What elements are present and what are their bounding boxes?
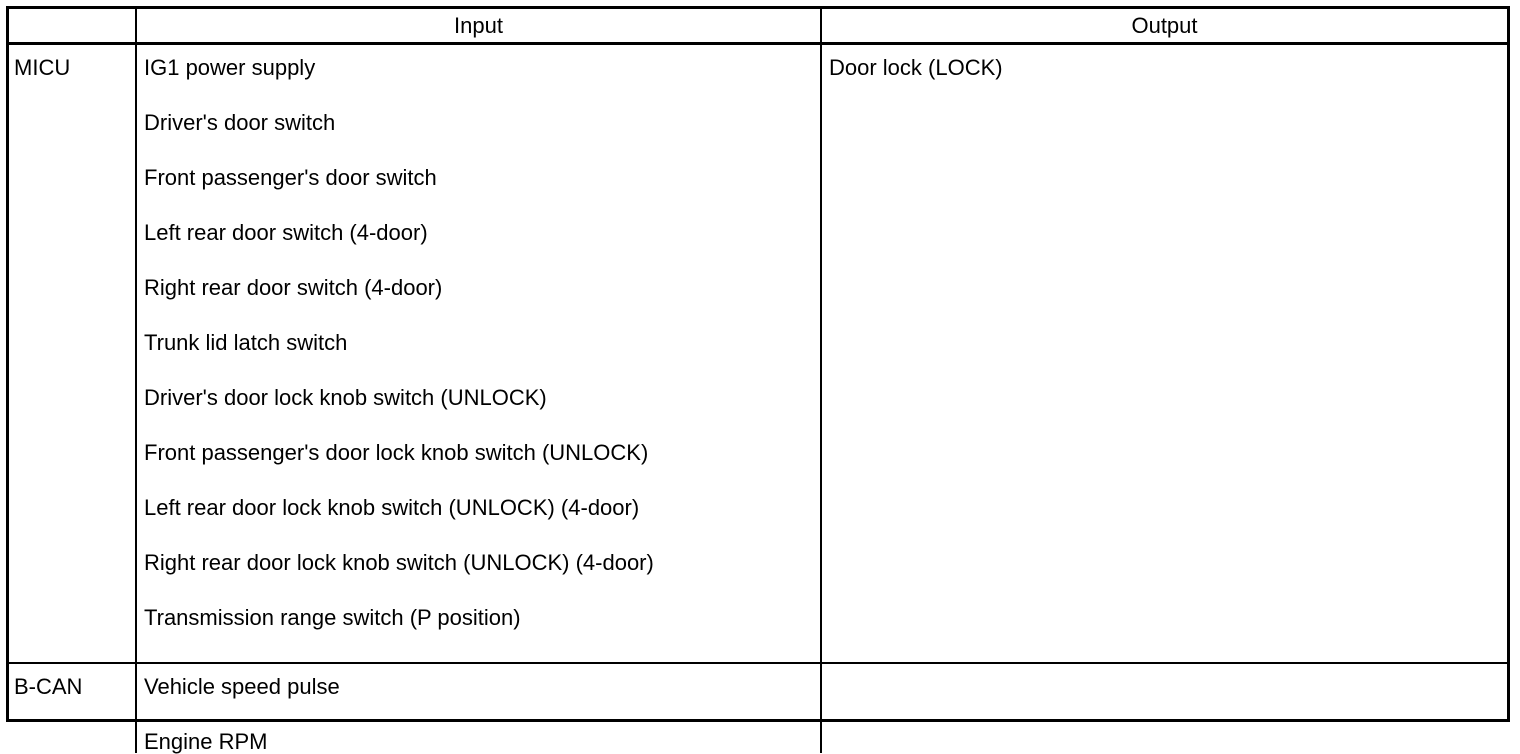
list-item: Front passenger's door switch <box>144 165 437 190</box>
list-item: Trunk lid latch switch <box>144 330 348 355</box>
column-header-module <box>9 9 137 45</box>
table-header: Input Output <box>9 9 1507 45</box>
list-item: Transmission range switch (P position) <box>144 605 521 630</box>
list-item: Driver's door switch <box>144 110 336 135</box>
output-cell-micu: Door lock (LOCK) <box>821 44 1507 664</box>
input-cell-micu: IG1 power supply Driver's door switch Fr… <box>136 43 822 663</box>
list-item: Door lock (LOCK) <box>829 55 1003 80</box>
module-label-bcan: B-CAN <box>14 674 83 699</box>
list-item: Engine RPM <box>144 729 268 754</box>
output-list-micu: Door lock (LOCK) <box>829 57 1507 112</box>
list-item: Right rear door lock knob switch (UNLOCK… <box>144 550 654 575</box>
list-item: Vehicle speed pulse <box>144 674 340 699</box>
column-header-output: Output <box>821 9 1507 45</box>
input-list-bcan: Vehicle speed pulse Engine RPM <box>144 676 820 753</box>
column-header-input: Input <box>136 9 822 45</box>
header-row: Input Output <box>9 9 1507 45</box>
io-table-container: Input Output MICU IG1 power supply Drive… <box>6 6 1510 753</box>
input-cell-bcan: Vehicle speed pulse Engine RPM <box>136 662 822 753</box>
list-item: Driver's door lock knob switch (UNLOCK) <box>144 385 547 410</box>
input-list-micu: IG1 power supply Driver's door switch Fr… <box>144 57 820 662</box>
list-item: Left rear door lock knob switch (UNLOCK)… <box>144 495 640 520</box>
table-body: MICU IG1 power supply Driver's door swit… <box>9 43 1507 753</box>
list-item: Front passenger's door lock knob switch … <box>144 440 649 465</box>
input-output-table: Input Output MICU IG1 power supply Drive… <box>9 9 1507 753</box>
list-item: Left rear door switch (4-door) <box>144 220 428 245</box>
table-row-micu: MICU IG1 power supply Driver's door swit… <box>9 43 1507 664</box>
module-cell-micu: MICU <box>9 43 137 663</box>
module-label-micu: MICU <box>14 55 71 80</box>
list-item: Right rear door switch (4-door) <box>144 275 443 300</box>
module-cell-bcan: B-CAN <box>9 662 137 753</box>
table-row-bcan: B-CAN Vehicle speed pulse Engine RPM <box>9 662 1507 753</box>
output-cell-bcan <box>821 662 1507 753</box>
list-item: IG1 power supply <box>144 55 316 80</box>
